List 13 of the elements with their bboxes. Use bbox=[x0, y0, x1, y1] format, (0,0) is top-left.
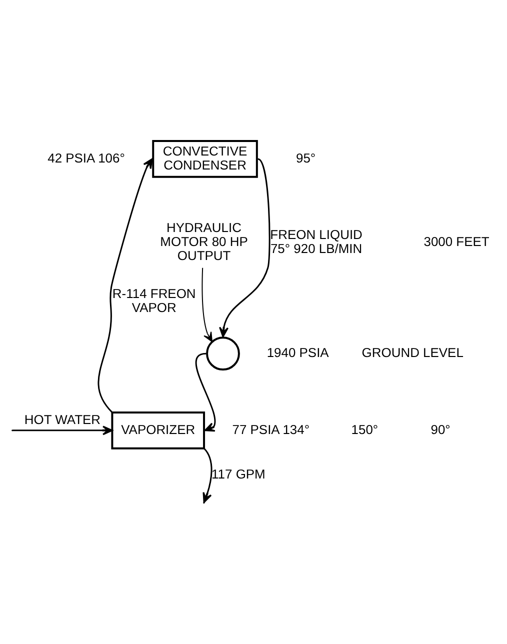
node-text: HYDRAULIC MOTOR 80 HP OUTPUT bbox=[160, 220, 248, 264]
edge-label: 117 GPM bbox=[212, 466, 266, 482]
label: 3000 FEET bbox=[424, 234, 490, 250]
label: 77 PSIA 134° bbox=[232, 422, 310, 437]
label: 95° bbox=[296, 150, 316, 166]
label: GROUND LEVEL bbox=[362, 344, 464, 360]
edge-label: HOT WATER bbox=[24, 412, 101, 427]
label: 150° bbox=[351, 422, 378, 437]
edge-label: R-114 FREON VAPOR bbox=[112, 286, 196, 316]
edge-label: FREON LIQUID 75° 920 LB/MIN bbox=[270, 227, 362, 256]
label: 42 PSIA 106° bbox=[48, 150, 125, 166]
label: 90° bbox=[430, 422, 450, 437]
label: 1940 PSIA bbox=[266, 344, 329, 360]
